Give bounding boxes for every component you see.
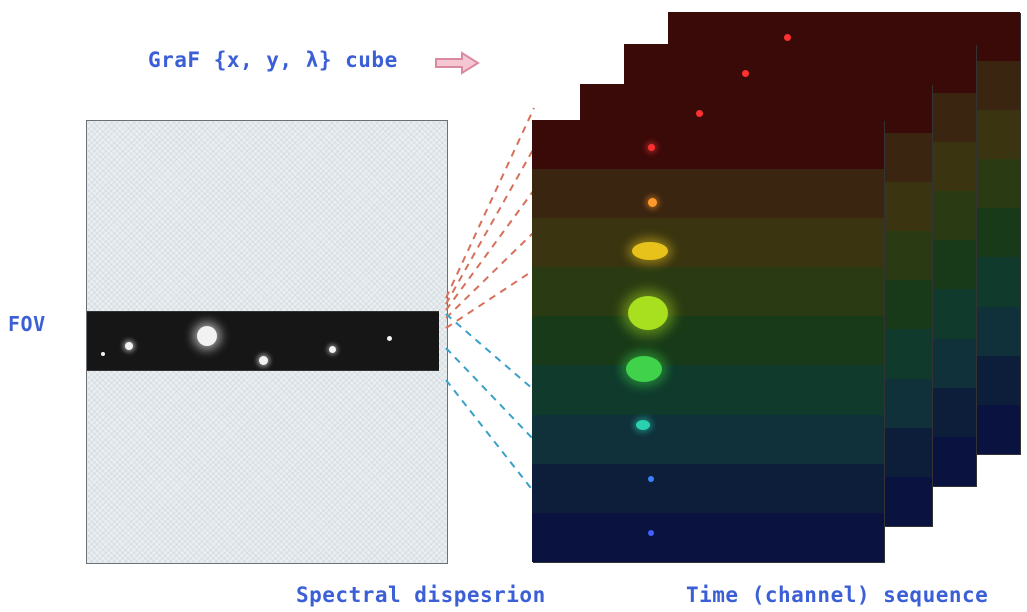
channel-frame-1 xyxy=(532,120,884,562)
cube-title: GraF {x, y, λ} cube xyxy=(148,48,398,72)
emission-spot xyxy=(628,296,668,330)
emission-spot xyxy=(648,198,657,207)
emission-spot xyxy=(784,34,791,41)
star xyxy=(259,356,268,365)
fov-slit-image xyxy=(87,311,439,371)
star xyxy=(125,342,133,350)
star xyxy=(329,346,336,353)
right-arrow-icon xyxy=(435,51,480,75)
emission-spot xyxy=(696,110,703,117)
time-sequence-label: Time (channel) sequence xyxy=(686,583,989,607)
emission-spot xyxy=(742,70,749,77)
star xyxy=(387,336,392,341)
emission-spot xyxy=(632,242,668,260)
fov-panel xyxy=(86,120,448,564)
emission-spot xyxy=(626,356,662,382)
spectral-dispersion-label: Spectral dispesrion xyxy=(296,583,546,607)
emission-spot xyxy=(648,530,654,536)
star xyxy=(101,352,105,356)
emission-spot xyxy=(648,476,654,482)
emission-spot xyxy=(648,144,655,151)
star xyxy=(197,326,217,346)
emission-spot xyxy=(636,420,650,430)
fov-label: FOV xyxy=(8,312,46,336)
